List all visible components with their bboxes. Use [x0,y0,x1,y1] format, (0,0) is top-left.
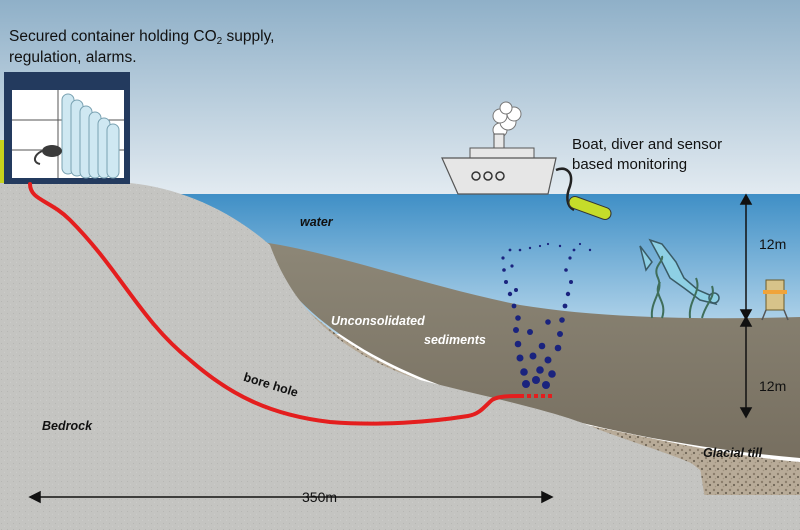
monitoring-label-line2: based monitoring [572,156,688,173]
container-label-line1: Secured container holding CO2 supply, [9,28,275,47]
container-label-line2: regulation, alarms. [9,49,137,66]
bedrock-lower-right [560,495,800,530]
container-icon [0,72,130,184]
gas-cylinder-icon [61,93,120,179]
sediment-layer [248,240,800,458]
sky [0,0,800,196]
water-depth-label: 12m [759,236,787,252]
sediments-label-line1: Unconsolidated [331,314,425,328]
depth-arrow-sediment [739,315,753,419]
water-label: water [300,215,333,229]
lander-icon [761,279,789,321]
sediment-depth-label: 12m [759,378,787,394]
smoke-icon [492,101,522,138]
monitoring-label-line1: Boat, diver and sensor [572,136,723,153]
depth-arrow-water [739,193,753,321]
boat-icon [441,101,557,195]
bore-hole-line [28,182,522,426]
bubble-plume-icon [501,242,592,389]
bedrock-label: Bedrock [42,419,93,433]
distance-arrow [28,490,554,504]
glacial-till-strip [690,462,800,490]
sensor-probe-icon [555,167,612,220]
distance-label: 350m [302,489,338,505]
bedrock-layer [0,183,710,530]
seaweed-icon [650,255,714,319]
glacial-till-label: Glacial till [703,446,763,460]
sediments-label-line2: sediments [424,333,486,347]
